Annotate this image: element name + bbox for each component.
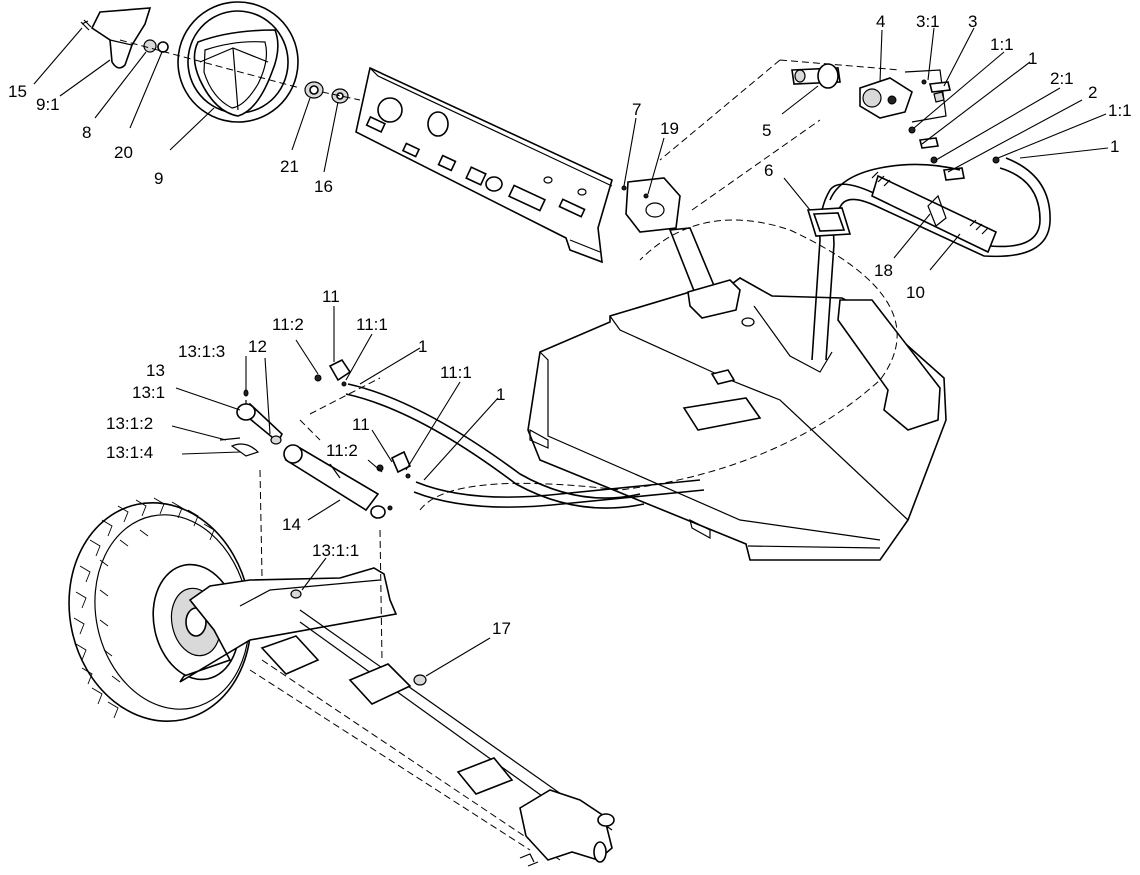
- callout-12: 12: [248, 337, 267, 356]
- callout-11-upper: 11: [322, 287, 340, 306]
- callout-11-2-upper: 11:2: [272, 315, 304, 334]
- callout-1-lower: 1: [496, 385, 505, 404]
- cap-screw: [80, 19, 92, 31]
- callout-6: 6: [764, 161, 773, 180]
- callout-13-1-3: 13:1:3: [178, 342, 225, 361]
- callout-21: 21: [280, 157, 299, 176]
- callout-3: 3: [968, 12, 977, 31]
- callout-2-1: 2:1: [1050, 69, 1074, 88]
- callout-17: 17: [492, 619, 511, 638]
- callout-1-mid: 1: [418, 337, 427, 356]
- callout-leader-lines: [33, 27, 1109, 677]
- hub-nut: [143, 39, 157, 53]
- callout-19: 19: [660, 119, 679, 138]
- callout-11-1-upper: 11:1: [356, 315, 388, 334]
- callout-15: 15: [8, 82, 27, 101]
- callout-13: 13: [146, 361, 165, 380]
- callout-7: 7: [632, 100, 641, 119]
- callout-5: 5: [762, 121, 771, 140]
- main-frame: [419, 219, 947, 561]
- callout-1-right: 1: [1110, 137, 1119, 156]
- callout-13-1-4: 13:1:4: [106, 443, 153, 462]
- callout-13-1-2: 13:1:2: [106, 414, 153, 433]
- callout-13-1: 13:1: [132, 383, 165, 402]
- callout-14: 14: [282, 515, 301, 534]
- callout-1-1-upper: 1:1: [990, 35, 1014, 54]
- callout-18: 18: [874, 261, 893, 280]
- callout-11-lower: 11: [352, 415, 370, 434]
- callout-3-1: 3:1: [916, 12, 940, 31]
- steering-wheel-group: [80, 1, 361, 123]
- callout-11-1-lower: 11:1: [440, 363, 472, 382]
- front-axle: [179, 469, 615, 867]
- callout-20: 20: [114, 143, 133, 162]
- callout-2: 2: [1088, 83, 1097, 102]
- steering-hoses: [806, 157, 1051, 361]
- callout-10: 10: [906, 283, 925, 302]
- washer: [157, 41, 169, 53]
- callout-labels: 15 9:1 8 20 9 21 16 7 19 4 3:1 3 1:1 1 2…: [8, 12, 1132, 638]
- hydraulic-cylinder-and-hoses: [219, 358, 705, 519]
- callout-4: 4: [876, 12, 885, 31]
- callout-8: 8: [82, 123, 91, 142]
- dash-panel: [355, 66, 613, 264]
- callout-1-1-right: 1:1: [1108, 101, 1132, 120]
- callout-9: 9: [154, 169, 163, 188]
- steering-wheel: [177, 1, 299, 123]
- callout-9-1: 9:1: [36, 95, 60, 114]
- callout-16: 16: [314, 177, 333, 196]
- callout-1-upper: 1: [1028, 49, 1037, 68]
- callout-11-2-lower: 11:2: [326, 441, 358, 460]
- callout-13-1-1: 13:1:1: [312, 541, 359, 560]
- steering-column-and-valve: [659, 59, 1000, 211]
- steering-wheel-cap: [90, 7, 152, 69]
